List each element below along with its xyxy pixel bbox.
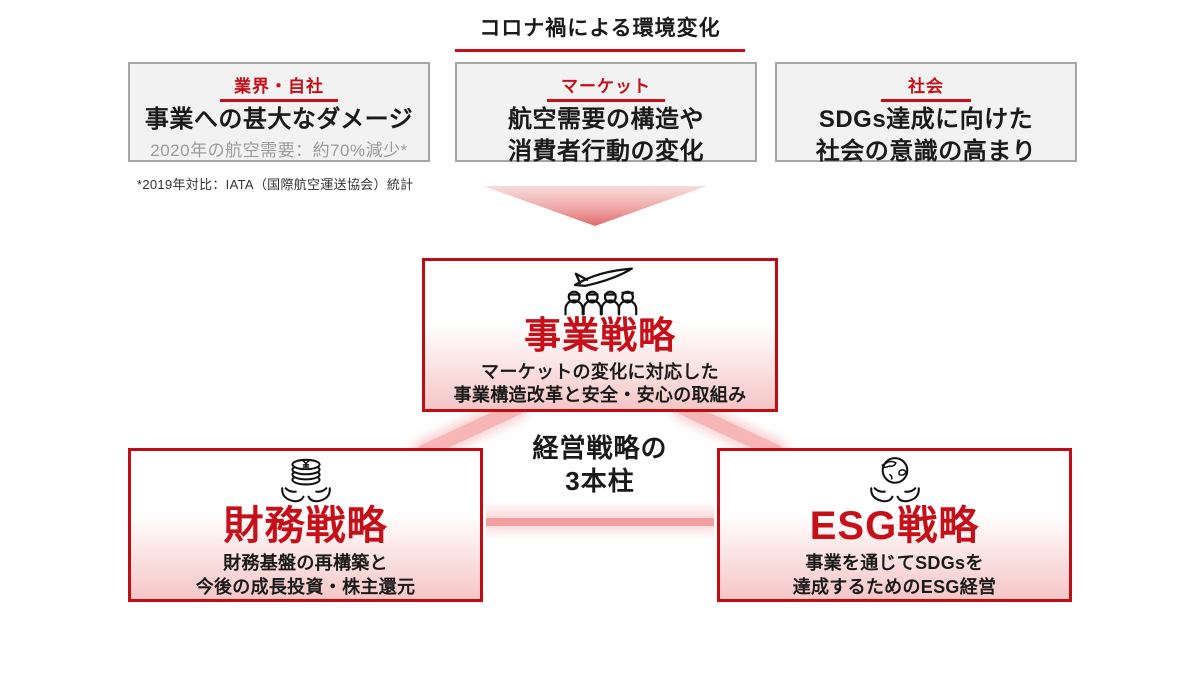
airplane-crew-icon <box>564 267 638 316</box>
pillars-label-line: 3本柱 <box>565 465 635 496</box>
strategy-title: ESG戦略 <box>809 504 980 549</box>
footnote: *2019年対比：IATA（国際航空運送協会）統計 <box>137 177 414 192</box>
strategy-box-finance: 財務戦略 財務基盤の再構築と 今後の成長投資・株主還元 <box>128 448 483 602</box>
globe-in-hands-icon <box>869 457 920 503</box>
factor-box-market: マーケット 航空需要の構造や 消費者行動の変化 <box>455 62 757 165</box>
strategy-title: 事業戦略 <box>524 315 676 356</box>
pillars-label: 経営戦略の 3本柱 <box>480 432 720 497</box>
factor-text-line: SDGs達成に向けた <box>818 106 1034 133</box>
page-title: コロナ禍による環境変化 <box>455 12 745 52</box>
factor-text-line: 消費者行動の変化 <box>508 138 704 166</box>
strategy-box-esg: ESG戦略 事業を通じてSDGsを 達成するためのESG経営 <box>717 448 1072 602</box>
diagram-header: コロナ禍による環境変化 <box>0 12 1200 52</box>
factor-subtext: 2020年の航空需要：約70%減少* <box>150 141 408 161</box>
strategy-desc-line: 達成するためのESG経営 <box>792 576 997 597</box>
connector-finance-esg <box>486 518 714 526</box>
strategy-desc-line: 事業を通じてSDGsを <box>805 553 984 574</box>
strategy-desc-line: マーケットの変化に対応した <box>481 361 719 382</box>
factor-box-industry: 業界・自社 事業への甚大なダメージ 2020年の航空需要：約70%減少* <box>128 62 430 162</box>
strategy-desc-line: 今後の成長投資・株主還元 <box>195 576 416 597</box>
pillars-label-line: 経営戦略の <box>532 433 668 463</box>
factor-text-line: 社会の意識の高まり <box>815 138 1037 166</box>
factor-label: マーケット <box>547 72 665 102</box>
coins-in-hands-icon <box>280 458 331 503</box>
factor-text-line: 航空需要の構造や <box>508 106 704 133</box>
strategy-box-business: 事業戦略 マーケットの変化に対応した 事業構造改革と安全・安心の取組み <box>422 258 778 412</box>
strategy-desc-line: 事業構造改革と安全・安心の取組み <box>453 385 747 406</box>
factor-label: 社会 <box>881 72 971 102</box>
down-arrow-icon <box>483 186 707 226</box>
factor-label: 業界・自社 <box>220 72 338 102</box>
factor-box-society: 社会 SDGs達成に向けた 社会の意識の高まり <box>775 62 1077 165</box>
strategy-desc-line: 財務基盤の再構築と <box>223 553 388 574</box>
strategy-title: 財務戦略 <box>223 504 388 549</box>
factor-text-line: 事業への甚大なダメージ <box>144 106 414 133</box>
